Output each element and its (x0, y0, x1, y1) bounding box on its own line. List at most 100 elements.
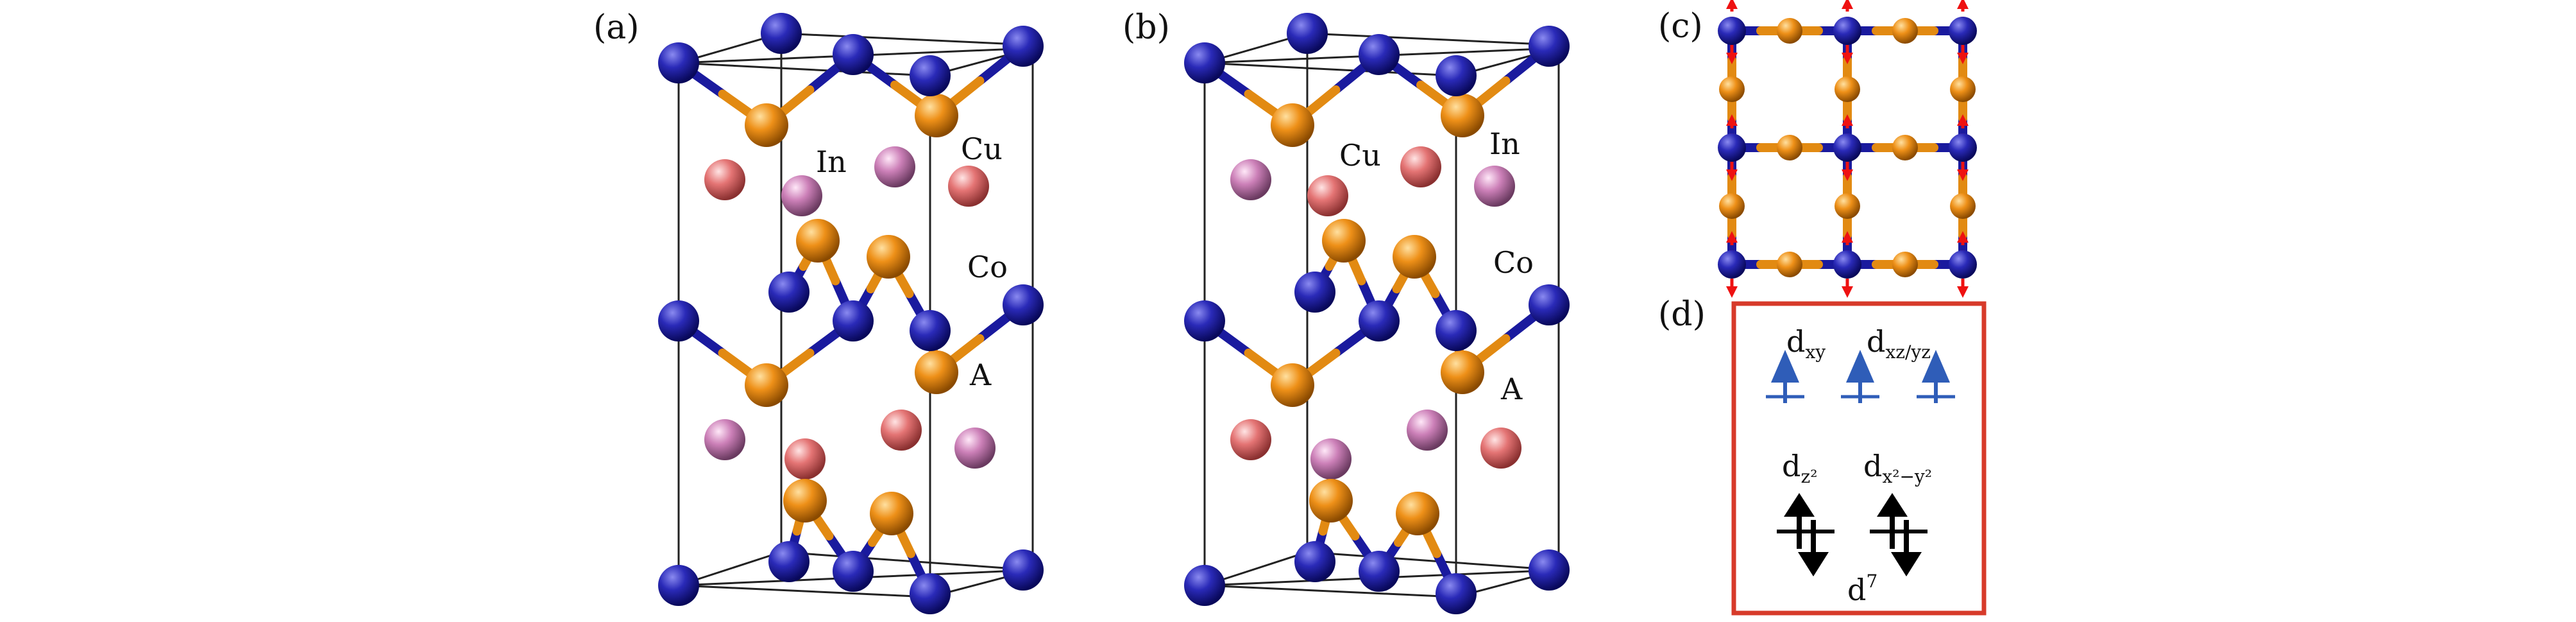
s-atom (1271, 363, 1314, 407)
spin-up-arrow (1922, 350, 1950, 383)
s-atom (1950, 76, 1976, 102)
co-atom (833, 34, 874, 75)
s-atom (1835, 76, 1860, 102)
cu-atom (1400, 146, 1441, 187)
atom-label-in-b: In (1489, 126, 1520, 161)
cell-edge (1307, 551, 1559, 571)
in-atom (874, 146, 915, 187)
s-atom (796, 219, 840, 263)
spin-arrowhead (1842, 0, 1853, 9)
spin-down-arrow (1798, 552, 1829, 576)
co-atom (1529, 26, 1570, 67)
in-atom (1310, 438, 1352, 479)
s-atom (1322, 219, 1366, 263)
atom-label-co-b: Co (1493, 245, 1534, 280)
spin-arrowhead (1842, 169, 1853, 181)
co-atom (1718, 17, 1746, 45)
s-atom (1441, 350, 1484, 394)
co-atom (1003, 26, 1044, 67)
cell-edge (1307, 32, 1558, 46)
co-atom (658, 300, 699, 341)
co-atom (910, 310, 951, 351)
spin-up-arrow (1784, 493, 1815, 517)
s-atom (1441, 94, 1484, 137)
cu-atom (1480, 428, 1521, 469)
co-atom (1287, 13, 1328, 54)
s-atom (1396, 492, 1439, 535)
in-atom (954, 428, 996, 469)
co-atom (1184, 42, 1225, 83)
spin-arrowhead (1842, 53, 1853, 64)
spin-arrowhead (1726, 169, 1738, 181)
spin-arrowhead (1957, 114, 1969, 126)
orbital-diagram-d: dxy dxz/yz dz² dx²−y² d7 (1731, 301, 1987, 616)
orbital-frame (1731, 301, 1987, 616)
spin-up-arrow (1771, 350, 1799, 383)
orbital-label-dxy: dxy (1786, 324, 1826, 363)
spin-up-arrow (1846, 350, 1874, 383)
spin-arrowhead (1957, 0, 1969, 9)
atom-label-cu-a: Cu (961, 132, 1003, 166)
co-atom (910, 573, 951, 614)
spin-arrowhead (1726, 286, 1738, 298)
cell-edge (678, 62, 931, 77)
orbital-label-dxz-yz: dxz/yz (1867, 324, 1931, 363)
co-atom (1184, 300, 1225, 341)
panel-label-d: (d) (1658, 295, 1706, 334)
spin-arrowhead (1957, 169, 1969, 181)
s-atom (867, 235, 910, 279)
cell-edge (781, 551, 1033, 571)
s-atom (1892, 252, 1918, 277)
s-atom (1892, 18, 1918, 44)
spin-down-arrow (1891, 552, 1922, 576)
co-atom (1529, 549, 1570, 591)
co-atom (1833, 17, 1861, 45)
in-atom (781, 175, 822, 216)
spin-arrowhead (1957, 286, 1969, 298)
orbital-label-dz2: dz² (1782, 449, 1817, 487)
panel-label-a: (a) (593, 8, 640, 47)
atom-label-co-a: Co (967, 250, 1008, 284)
co-atom (1294, 541, 1335, 582)
in-atom (704, 419, 745, 460)
in-atom (1230, 159, 1271, 200)
cu-atom (948, 166, 989, 207)
spin-arrowhead (1842, 286, 1853, 298)
s-atom (1892, 135, 1918, 160)
s-atom (1777, 135, 1802, 160)
co-atom (1436, 310, 1477, 351)
co-atom (1436, 55, 1477, 96)
spin-arrowhead (1957, 231, 1969, 243)
panel-label-c: (c) (1658, 7, 1703, 46)
spin-arrowhead (1842, 114, 1853, 126)
cell-edge (1204, 584, 1457, 598)
cell-edge (781, 32, 1032, 46)
spin-arrowhead (1726, 114, 1738, 126)
spin-pair-arrows (1777, 493, 1928, 576)
atom-label-a-b: A (1500, 372, 1523, 406)
co-atom (1949, 17, 1977, 45)
co-atom (833, 551, 874, 592)
co-atom (1436, 573, 1477, 614)
cell-edge (678, 584, 931, 598)
co-atom (1949, 134, 1977, 162)
cu-atom (1307, 175, 1348, 216)
co-atom (1833, 250, 1861, 279)
co-atom (1949, 250, 1977, 279)
spin-arrowhead (1726, 53, 1738, 64)
spin-arrowhead (1957, 53, 1969, 64)
s-atom (1719, 193, 1745, 219)
co-atom (761, 13, 802, 54)
co-atom (658, 42, 699, 83)
co-atom (1184, 565, 1225, 606)
co-atom (1294, 272, 1335, 313)
cu-atom (881, 410, 922, 451)
orbital-label-dx2-y2: dx²−y² (1863, 449, 1932, 487)
cu-atom (704, 159, 745, 200)
s-atom (1777, 18, 1802, 44)
co-atom (1529, 284, 1570, 325)
atom-label-in-a: In (816, 144, 847, 179)
s-atom (915, 350, 958, 394)
s-atom (870, 492, 913, 535)
